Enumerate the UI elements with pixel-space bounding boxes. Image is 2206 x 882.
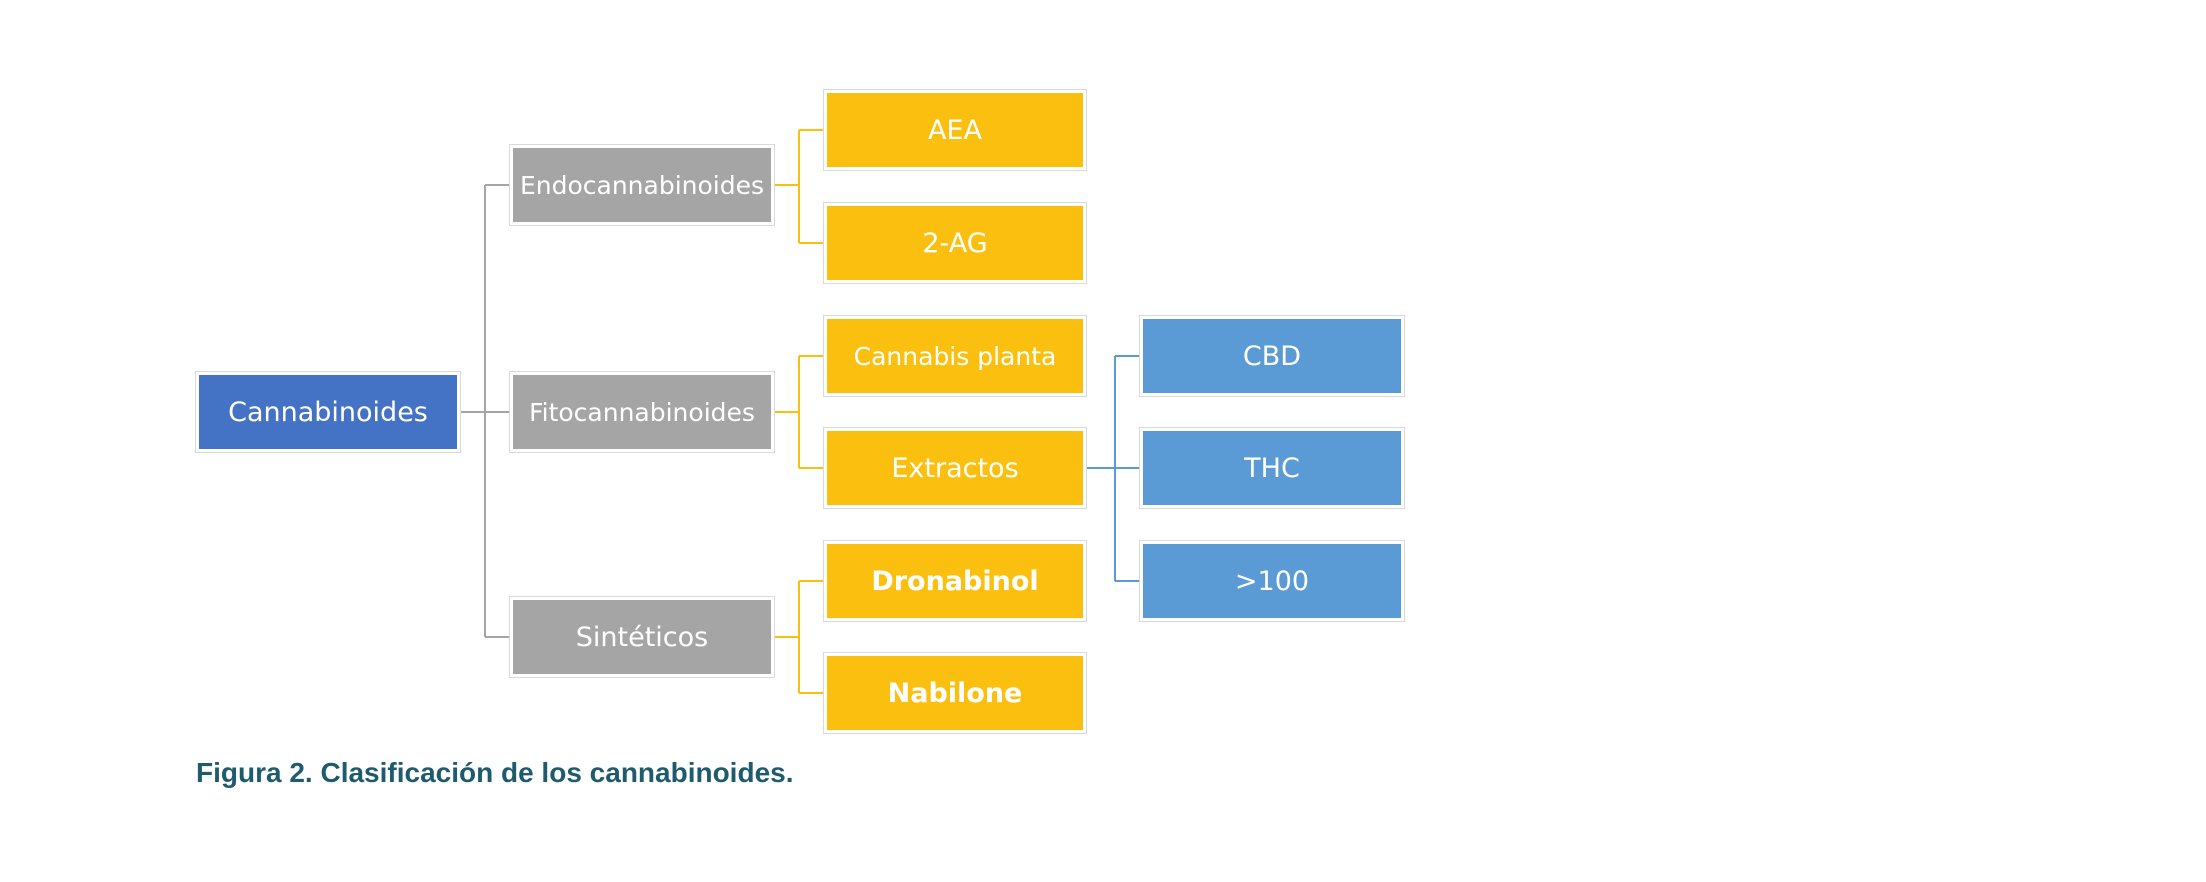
- node-2-ag: 2-AG: [823, 202, 1087, 284]
- node-sinteticos: Sintéticos: [509, 596, 775, 678]
- node-aea: AEA: [823, 89, 1087, 171]
- node-label: Fitocannabinoides: [529, 397, 755, 427]
- node-cbd: CBD: [1139, 315, 1405, 397]
- node-thc: THC: [1139, 427, 1405, 509]
- node-label: THC: [1244, 452, 1300, 484]
- node-more-than-100: >100: [1139, 540, 1405, 622]
- node-endocannabinoides: Endocannabinoides: [509, 144, 775, 226]
- node-label: 2-AG: [922, 227, 988, 259]
- node-label: AEA: [928, 114, 982, 146]
- node-label: CBD: [1242, 340, 1302, 372]
- node-label: Cannabinoides: [228, 396, 428, 428]
- node-label: Nabilone: [887, 677, 1023, 709]
- root-connectors: [460, 184, 510, 638]
- node-dronabinol: Dronabinol: [823, 540, 1087, 622]
- node-cannabis-planta: Cannabis planta: [823, 315, 1087, 397]
- extract-connectors: [1086, 355, 1140, 582]
- group-connectors: [774, 129, 824, 694]
- node-fitocannabinoides: Fitocannabinoides: [509, 371, 775, 453]
- node-label: Cannabis planta: [853, 341, 1057, 371]
- node-cannabinoides: Cannabinoides: [195, 371, 461, 453]
- figure-caption: Figura 2. Clasificación de los cannabino…: [196, 757, 794, 788]
- node-label: >100: [1234, 565, 1310, 597]
- node-label: Dronabinol: [871, 565, 1039, 597]
- node-extractos: Extractos: [823, 427, 1087, 509]
- node-nabilone: Nabilone: [823, 652, 1087, 734]
- node-label: Endocannabinoides: [519, 170, 765, 200]
- node-label: Extractos: [891, 452, 1019, 484]
- node-label: Sintéticos: [575, 621, 709, 653]
